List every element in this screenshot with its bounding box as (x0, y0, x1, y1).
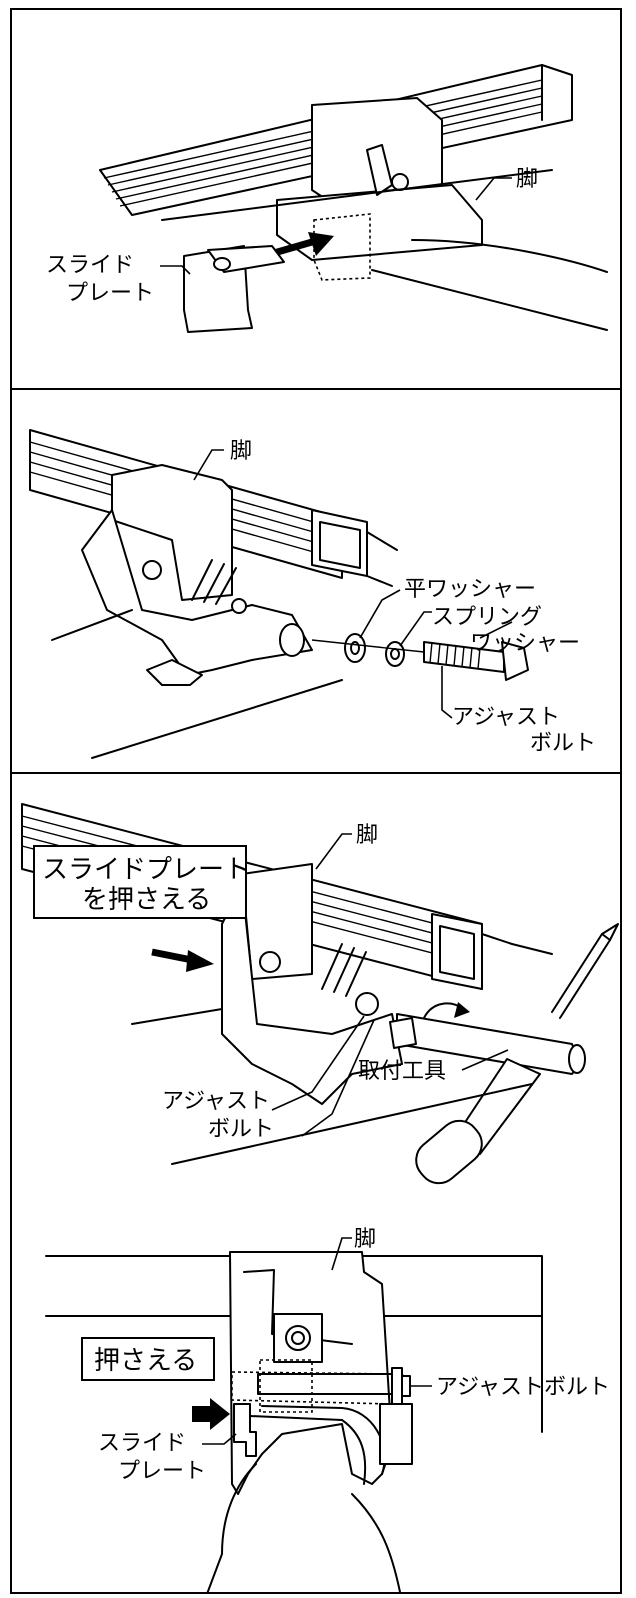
label-slide-plate-1: スライド (98, 1431, 186, 1456)
roof-line-top (161, 169, 553, 221)
step4-panel: 押さえる 脚 アジャストボルト スライド プレート (12, 1194, 620, 1594)
divider-2 (12, 772, 620, 774)
label-leg: 脚 (354, 1227, 376, 1252)
insert-arrow (273, 232, 334, 257)
label-slide-plate-2: プレート (118, 1459, 206, 1484)
push-arrow (192, 1398, 230, 1430)
spring-washer-part (385, 641, 405, 667)
step1-panel: 脚 スライド プレート (12, 10, 620, 388)
leg-clamp (81, 464, 313, 686)
roof-curve-right (351, 1493, 401, 1593)
label-adjust-bolt-1: アジャスト (162, 1089, 270, 1114)
divider-1 (12, 388, 620, 390)
roof-line-bottom (371, 269, 608, 331)
roof-line-a (131, 1008, 223, 1025)
leader-leg (193, 449, 224, 481)
instruction-frame: 脚 スライド プレート (10, 8, 622, 1594)
step3-illustration: スライドプレート を押さえる (21, 803, 619, 1185)
insertion-guide (313, 213, 371, 281)
lower-block (379, 1403, 413, 1465)
roof-bar (45, 1255, 543, 1433)
roof-line-b (171, 1083, 533, 1165)
slide-plate-part (183, 245, 285, 333)
step1-illustration: 脚 スライド プレート (46, 64, 608, 333)
slide-plate-part (233, 1403, 257, 1457)
leader-spring-washer (399, 611, 432, 647)
label-adjust-bolt-1: アジャスト (452, 705, 560, 730)
label-spring-washer-2: ワッシャー (470, 631, 580, 656)
bolt-hidden (259, 1359, 313, 1413)
roof-line-b (91, 679, 343, 759)
roof-line-a (51, 609, 133, 641)
step2-panel: 脚 平ワッシャー スプリング ワッシャー アジャスト ボルト (12, 390, 620, 772)
label-leg: 脚 (356, 823, 378, 848)
label-adjust-bolt-2: ボルト (208, 1117, 274, 1142)
roof-curve-left (206, 1463, 257, 1594)
label-flat-washer: 平ワッシャー (404, 577, 536, 602)
step3-panel: スライドプレート を押さえる (12, 774, 620, 1194)
callout-line-2: を押さえる (82, 885, 211, 915)
leader-leg (331, 1237, 352, 1271)
label-spring-washer-1: スプリング (432, 605, 542, 630)
press-callout: 押さえる (81, 1337, 215, 1381)
adjust-bolt-part (391, 1367, 411, 1405)
roof-line-c (511, 943, 553, 955)
press-slide-plate-callout: スライドプレート を押さえる (33, 845, 250, 919)
callout-text: 押さえる (94, 1346, 197, 1376)
assembly-axis (311, 639, 425, 653)
roof-line-mid (411, 239, 608, 273)
label-mounting-tool: 取付工具 (358, 1059, 446, 1084)
leader-adjust-bolt-2 (301, 1019, 375, 1137)
leader-flat-washer (359, 589, 401, 639)
leader-slide-plate (202, 1433, 237, 1445)
mounting-tool-part (389, 923, 619, 1185)
label-adjust-bolt-2: ボルト (530, 731, 596, 756)
leader-leg (315, 833, 352, 870)
leader-leg (475, 177, 512, 201)
label-slide-plate-2: プレート (66, 281, 154, 306)
leader-bolt-extra (479, 621, 513, 639)
adjust-bolt-part (423, 641, 529, 681)
leader-mounting-tool (461, 1049, 509, 1071)
label-adjust-bolt: アジャストボルト (436, 1375, 610, 1400)
leader-adjust-bolt (441, 666, 453, 719)
label-leg: 脚 (230, 439, 252, 464)
step4-illustration: 押さえる 脚 アジャストボルト スライド プレート (45, 1227, 610, 1594)
leg-clamp (221, 863, 403, 1105)
leader-adjust-bolt-1 (271, 1015, 365, 1111)
leader-slide-plate (160, 265, 191, 275)
label-leg: 脚 (516, 167, 538, 192)
step2-illustration: 脚 平ワッシャー スプリング ワッシャー アジャスト ボルト (29, 429, 596, 759)
push-arrow (151, 948, 214, 972)
label-slide-plate-1: スライド (46, 253, 134, 278)
callout-line-1: スライドプレート (42, 855, 250, 885)
flat-washer-part (344, 633, 366, 663)
